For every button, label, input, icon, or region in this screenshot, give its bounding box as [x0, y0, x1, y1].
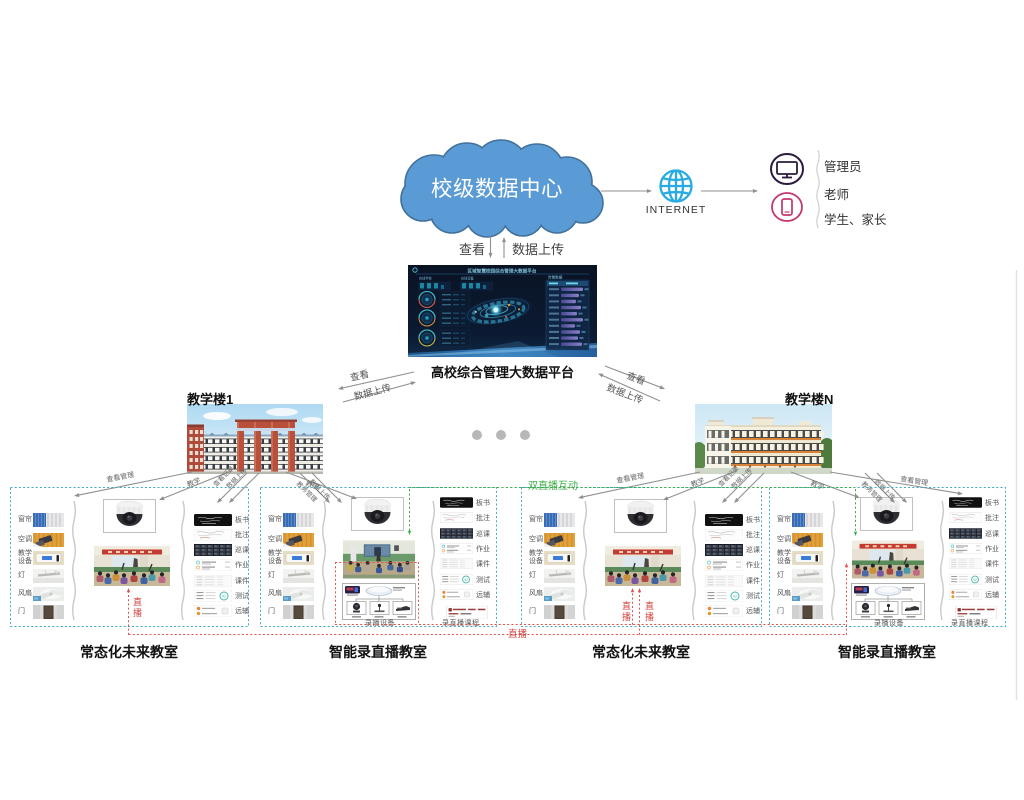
svg-text:92: 92	[973, 577, 977, 581]
svg-text:教学: 教学	[689, 475, 705, 488]
svg-text:告警数据: 告警数据	[548, 275, 563, 280]
svg-text:92: 92	[464, 577, 468, 581]
svg-text:查看: 查看	[349, 368, 370, 384]
svg-text:区域智慧校园综合管理大数据平台: 区域智慧校园综合管理大数据平台	[468, 268, 537, 275]
svg-text:在线学校: 在线学校	[419, 276, 433, 281]
svg-text:查看管理: 查看管理	[616, 471, 645, 485]
svg-text:在线设备: 在线设备	[461, 276, 475, 281]
svg-text:92: 92	[222, 594, 227, 599]
svg-text:查看: 查看	[625, 370, 647, 388]
svg-text:查看管理: 查看管理	[106, 470, 135, 484]
svg-text:教学: 教学	[809, 478, 825, 491]
svg-text:教学: 教学	[185, 475, 201, 488]
svg-text:92: 92	[733, 594, 738, 599]
